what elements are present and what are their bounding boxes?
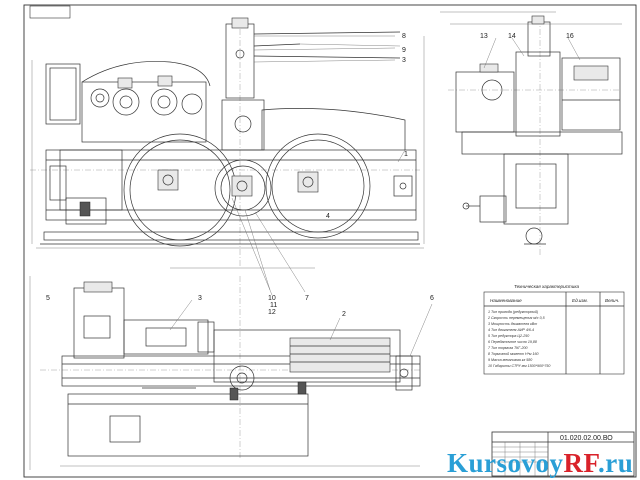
logo-text-ru: .ru [598, 448, 634, 478]
spec-row: 10 Габариты СТРУ мм 1500*900*750 [488, 364, 550, 368]
spec-row: 2 Скорость перемещения м/с 0,5 [487, 316, 545, 320]
spec-table: Наименование Ед.изм. Велич. 1 Тип привод… [483, 291, 625, 375]
callout-4: 4 [326, 213, 330, 220]
doc-code: 01.020.02.00.ВО [560, 435, 613, 442]
spec-rows: 1 Тип привода (редукторный) 2 Скорость пе… [487, 310, 550, 368]
callout-11: 11 [270, 302, 277, 309]
logo-text-kursovoy: Kursovoy [447, 448, 564, 478]
callout-14: 14 [508, 33, 516, 40]
callout-3-front: 3 [402, 57, 406, 64]
table-header-name: Наименование [490, 298, 522, 303]
spec-row: 9 Масса механизма кг 580 [488, 358, 532, 362]
side-view [448, 15, 623, 256]
plan-view [29, 276, 433, 470]
callout-7: 7 [305, 295, 309, 302]
callout-8: 8 [402, 33, 406, 40]
tech-title: Техническая характеристика [514, 284, 579, 289]
watermark-logo: KursovoyRF.ru [447, 448, 633, 479]
spec-row: 3 Мощность двигателя кВт [488, 322, 537, 326]
corner-stamp [29, 5, 71, 19]
callout-2: 2 [342, 311, 346, 318]
spec-row: 4 Тип двигателя АИР 4/6-4 [488, 328, 534, 332]
callout-16: 16 [566, 33, 574, 40]
spec-row: 1 Тип привода (редукторный) [488, 310, 538, 314]
table-header-unit: Ед.изм. [572, 298, 588, 303]
callout-6: 6 [430, 295, 434, 302]
callouts: 8 9 3 1 13 14 16 5 3 10 11 12 7 2 6 4 [46, 33, 574, 318]
spec-row: 8 Тормозной момент Н*м 160 [488, 352, 538, 356]
callout-3-plan: 3 [198, 295, 202, 302]
spec-row: 7 Тип тормоза ТКГ-200 [488, 346, 527, 350]
callout-1: 1 [404, 151, 408, 158]
callout-9: 9 [402, 47, 406, 54]
callout-10: 10 [268, 295, 276, 302]
front-view [30, 17, 425, 296]
logo-text-rf: RF [563, 448, 599, 478]
spec-row: 6 Передаточное число 19,88 [488, 340, 537, 344]
callout-13: 13 [480, 33, 488, 40]
drawing-frame [23, 4, 637, 478]
table-header-value: Велич. [605, 298, 619, 303]
title-block: 01.020.02.00.ВО [491, 431, 635, 477]
spec-row: 5 Тип редуктора Ц2-250 [488, 334, 529, 338]
callout-5: 5 [46, 295, 50, 302]
callout-12: 12 [268, 309, 276, 316]
